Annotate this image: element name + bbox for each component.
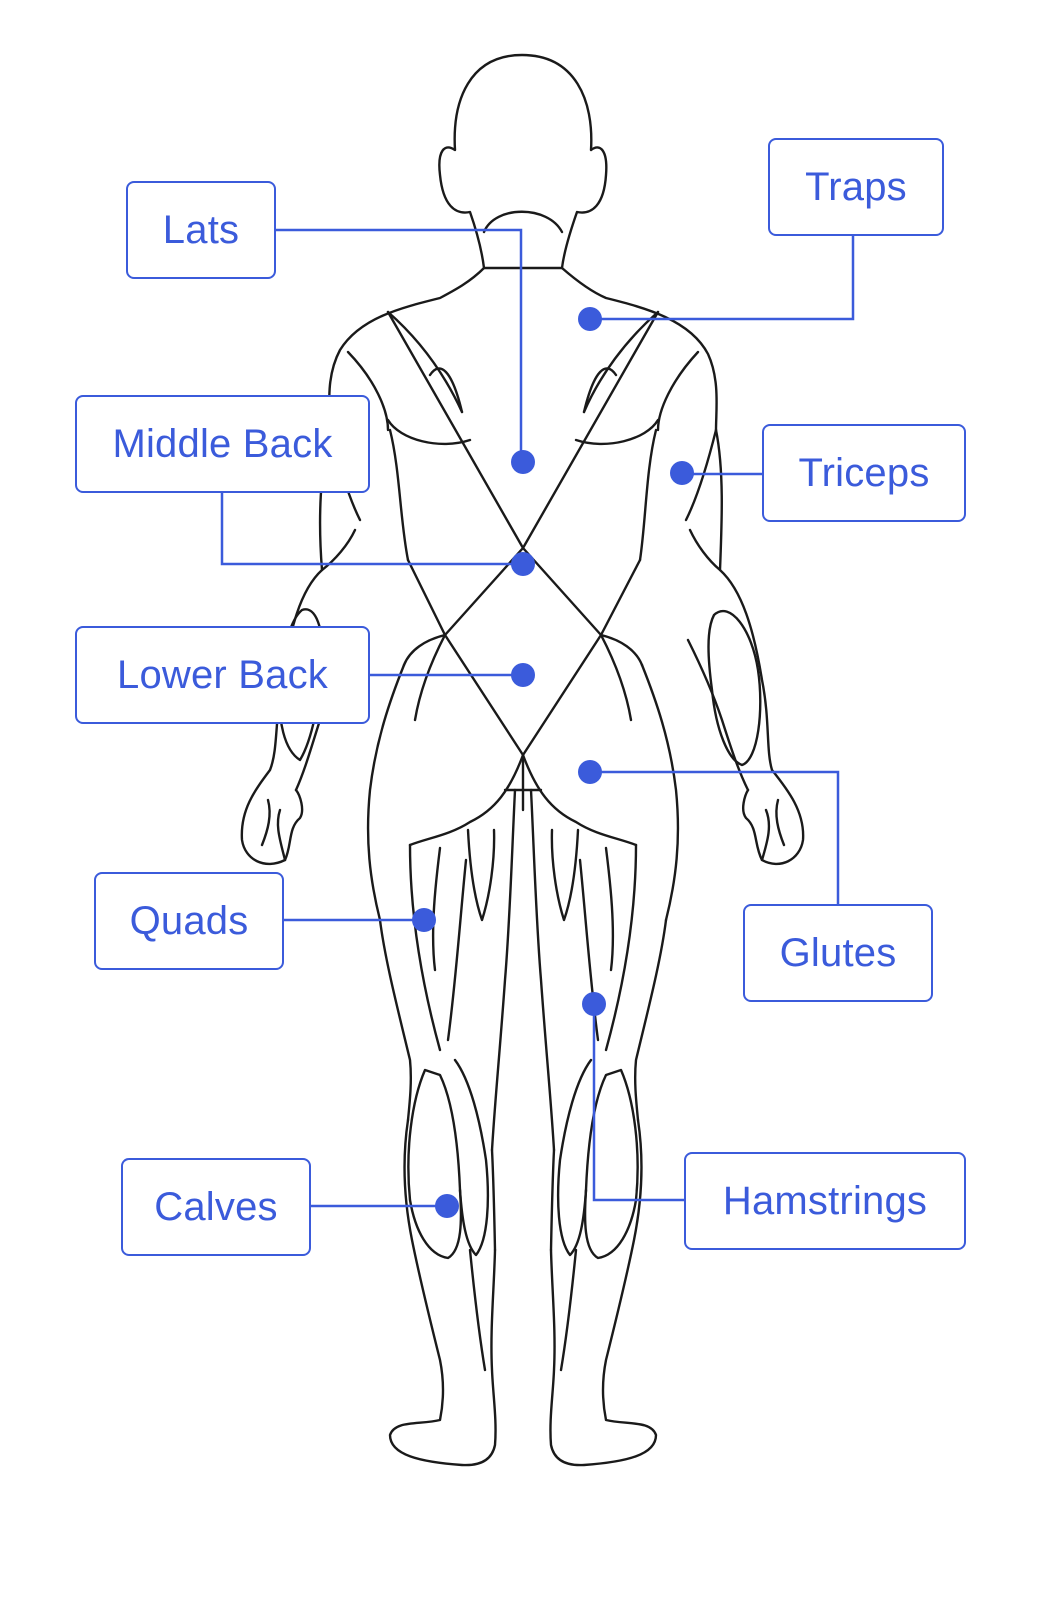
label-lower-back[interactable]: Lower Back [75, 626, 370, 724]
connector-lats [276, 228, 523, 462]
connector-traps [590, 236, 855, 321]
label-traps[interactable]: Traps [768, 138, 944, 236]
dot-glutes [578, 760, 602, 784]
dot-lower-back [511, 663, 535, 687]
label-glutes-text: Glutes [779, 930, 897, 975]
label-lats[interactable]: Lats [126, 181, 276, 279]
dot-lats [511, 450, 535, 474]
torso-outline [328, 266, 486, 432]
connector-middle-back [220, 493, 523, 566]
connector-lines [220, 228, 855, 1208]
marker-dots [412, 307, 694, 1218]
label-triceps-text: Triceps [798, 450, 930, 495]
label-hamstrings-text: Hamstrings [722, 1178, 928, 1223]
dot-triceps [670, 461, 694, 485]
dot-hamstrings [582, 992, 606, 1016]
label-traps-text: Traps [805, 164, 907, 209]
glutes-outline [408, 753, 525, 847]
label-triceps[interactable]: Triceps [762, 424, 966, 522]
connector-glutes [590, 770, 840, 904]
label-glutes[interactable]: Glutes [743, 904, 933, 1002]
label-quads-text: Quads [129, 898, 249, 943]
label-middle-back[interactable]: Middle Back [75, 395, 370, 493]
label-calves[interactable]: Calves [121, 1158, 311, 1256]
body-outline [240, 53, 805, 1467]
label-quads[interactable]: Quads [94, 872, 284, 970]
label-hamstrings[interactable]: Hamstrings [684, 1152, 966, 1250]
dot-middle-back [511, 552, 535, 576]
dot-traps [578, 307, 602, 331]
head [438, 53, 608, 270]
label-lower-back-text: Lower Back [117, 652, 328, 697]
dot-quads [412, 908, 436, 932]
label-calves-text: Calves [154, 1184, 278, 1229]
label-middle-back-text: Middle Back [112, 421, 333, 466]
connector-hamstrings [592, 1004, 684, 1202]
label-lats-text: Lats [162, 207, 240, 252]
dot-calves [435, 1194, 459, 1218]
